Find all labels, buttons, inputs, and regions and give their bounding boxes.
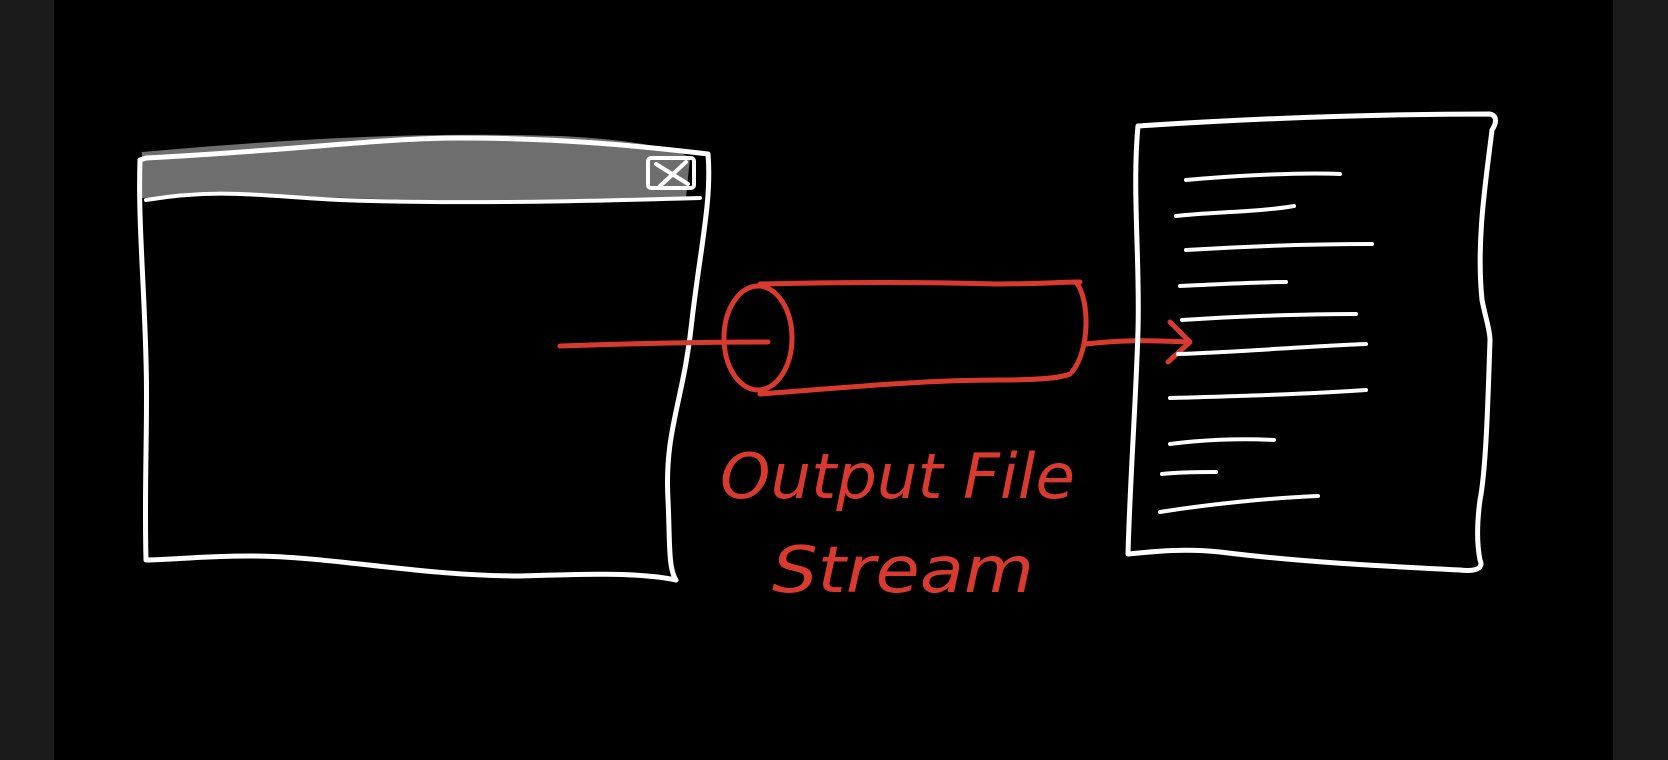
- title-bar-divider: [144, 191, 702, 205]
- text-line: [1184, 242, 1374, 252]
- document-outline: [1125, 111, 1498, 573]
- text-line: [1160, 470, 1218, 476]
- text-line: [1158, 494, 1320, 514]
- label-line-1: Output File: [720, 440, 1075, 513]
- window-outline: [137, 135, 712, 583]
- text-line: [1180, 312, 1358, 322]
- input-arrow-line: [557, 339, 771, 349]
- program-window: [137, 134, 712, 583]
- stream-label: Output File Stream: [720, 440, 1075, 608]
- output-file-document: [1125, 111, 1498, 573]
- drawing-canvas: [54, 0, 1613, 760]
- stream-pipe: [557, 279, 1193, 397]
- text-line: [1168, 388, 1368, 400]
- text-line: [1174, 204, 1296, 218]
- label-line-2: Stream: [772, 534, 1034, 608]
- text-line: [1176, 342, 1368, 356]
- text-line: [1184, 171, 1342, 182]
- document-text-lines: [1158, 171, 1374, 514]
- text-line: [1168, 437, 1276, 446]
- pipe-bottom-edge: [757, 371, 1073, 397]
- pipe-top-edge: [757, 279, 1083, 287]
- pipe-far-end: [1069, 279, 1089, 375]
- output-arrow-head: [1165, 319, 1193, 365]
- text-line: [1178, 280, 1288, 288]
- pipe-end-ellipse: [721, 283, 795, 393]
- close-box-icon: [646, 156, 696, 190]
